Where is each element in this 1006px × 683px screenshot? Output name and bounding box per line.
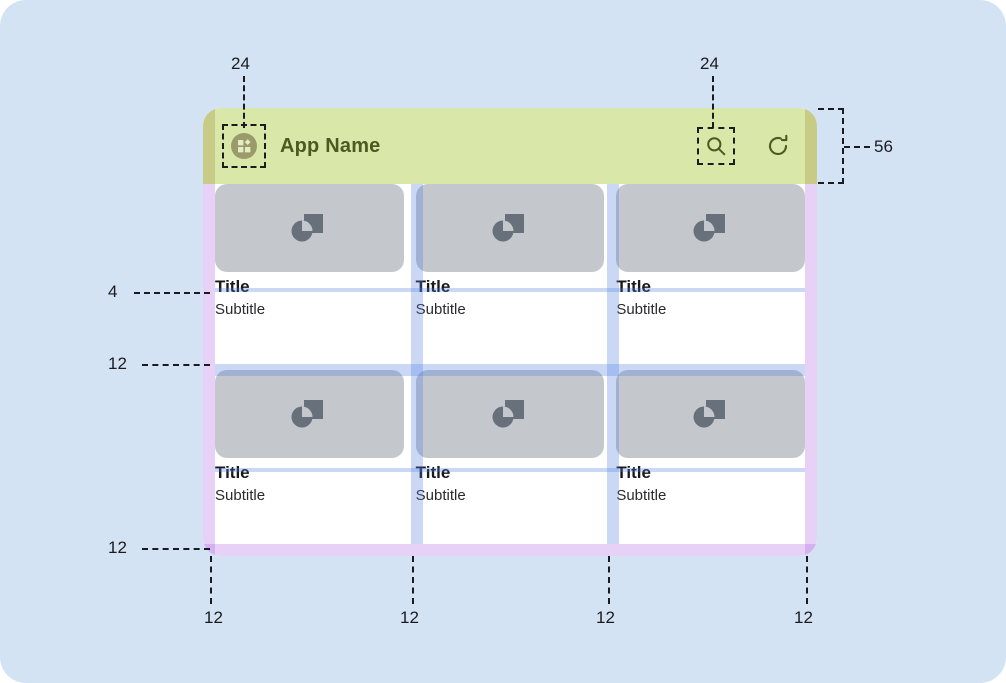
card-title: Title <box>616 463 651 482</box>
image-placeholder-icon <box>291 400 324 428</box>
app-grid-button[interactable] <box>222 124 266 168</box>
annotation-bottom-4-label: 12 <box>794 608 813 627</box>
card-title: Title <box>215 277 250 296</box>
list-item[interactable]: Title Subtitle <box>616 184 805 358</box>
annotation-row-gap-label: 12 <box>108 354 127 373</box>
card-subtitle: Subtitle <box>616 486 667 504</box>
annotation-bottom-1-leader <box>210 556 212 604</box>
card-title: Title <box>215 463 250 482</box>
card-subtitle: Subtitle <box>415 300 466 318</box>
appbar-height-leader <box>844 146 870 148</box>
card-subtitle: Subtitle <box>415 486 466 504</box>
card-text: Title Subtitle <box>416 458 605 544</box>
image-placeholder-icon <box>693 214 725 242</box>
annotation-top-left-leader <box>243 76 245 128</box>
card-subtitle: Subtitle <box>215 486 266 504</box>
list-item[interactable]: Title Subtitle <box>616 370 805 544</box>
annotation-bottom-3-leader <box>608 556 610 604</box>
list-item[interactable]: Title Subtitle <box>415 370 605 544</box>
annotation-media-title-leader <box>134 292 210 294</box>
annotation-bottom-2-leader <box>412 556 414 604</box>
list-item[interactable]: Title Subtitle <box>215 184 404 358</box>
list-item[interactable]: Title Subtitle <box>215 370 404 544</box>
search-icon <box>707 137 726 156</box>
app-bar: App Name <box>203 108 817 184</box>
annotation-top-left-label: 24 <box>231 54 250 73</box>
card-subtitle: Subtitle <box>616 300 667 318</box>
annotation-bottom-padding-label: 12 <box>108 538 127 557</box>
card-text: Title Subtitle <box>616 458 805 544</box>
card-media <box>215 184 404 272</box>
search-button[interactable] <box>697 127 735 165</box>
card-media <box>616 184 805 272</box>
card-text: Title Subtitle <box>416 272 605 358</box>
image-placeholder-icon <box>492 400 524 428</box>
list-item[interactable]: Title Subtitle <box>415 184 605 358</box>
card-title: Title <box>415 463 451 482</box>
app-title: App Name <box>280 134 381 157</box>
annotation-top-right-leader <box>712 76 714 128</box>
card-media <box>215 370 404 458</box>
annotation-bottom-4-leader <box>806 556 808 604</box>
card-title: Title <box>415 277 451 296</box>
refresh-icon <box>768 134 788 155</box>
card-text: Title Subtitle <box>215 272 404 358</box>
annotation-bottom-3-label: 12 <box>596 608 615 627</box>
annotation-bottom-padding-leader <box>142 548 210 550</box>
app-bar-actions <box>697 127 817 165</box>
app-bar-leading: App Name <box>203 124 381 168</box>
card-text: Title Subtitle <box>215 458 404 544</box>
annotation-bottom-1-label: 12 <box>204 608 223 627</box>
refresh-button[interactable] <box>763 131 793 161</box>
card-grid: Title Subtitle Title Subtitle <box>203 184 817 556</box>
appbar-height-bracket <box>818 108 844 184</box>
annotation-appbar-height-label: 56 <box>874 137 893 156</box>
card-media <box>616 370 805 458</box>
image-placeholder-icon <box>693 400 725 428</box>
app-grid-icon <box>231 133 257 159</box>
image-placeholder-icon <box>291 214 324 242</box>
annotation-row-gap-leader <box>142 364 210 366</box>
image-placeholder-icon <box>492 214 524 242</box>
card-title: Title <box>616 277 651 296</box>
card-media <box>415 370 605 458</box>
annotation-top-right-label: 24 <box>700 54 719 73</box>
app-frame: App Name <box>203 108 817 556</box>
annotation-bottom-2-label: 12 <box>400 608 419 627</box>
card-subtitle: Subtitle <box>215 300 266 318</box>
card-media <box>415 184 605 272</box>
annotation-media-title-label: 4 <box>108 282 118 301</box>
card-text: Title Subtitle <box>616 272 805 358</box>
